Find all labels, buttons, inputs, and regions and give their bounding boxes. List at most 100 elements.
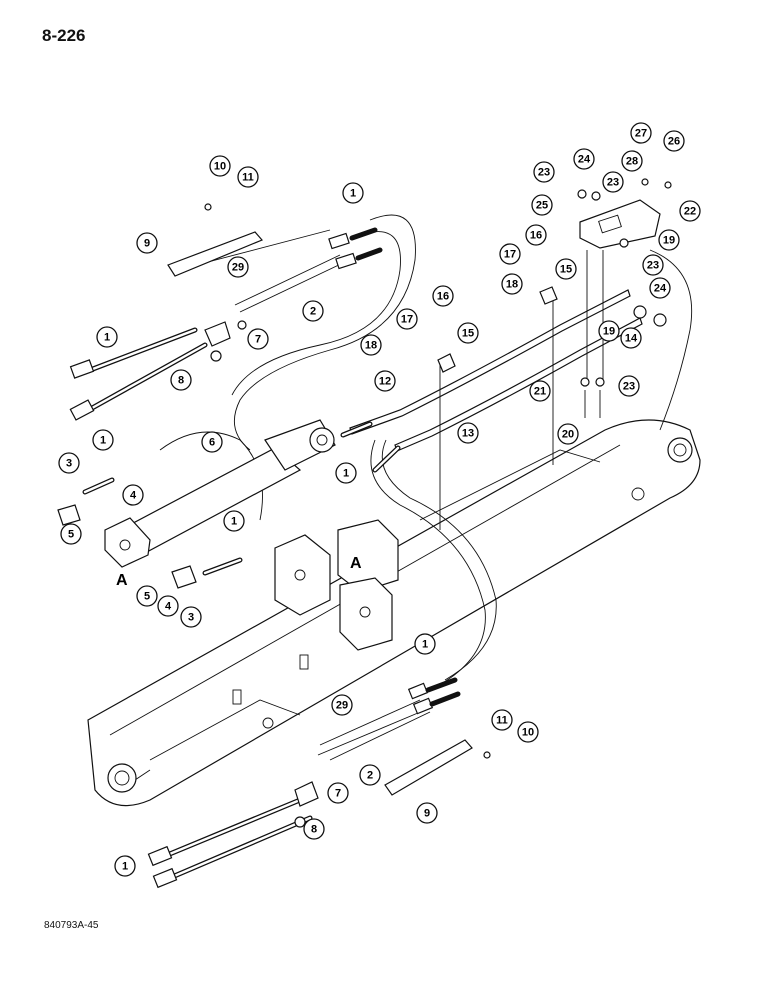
callout-number: 13 [462,428,474,440]
section-marker-a-left: A [116,572,128,589]
steel-tubes [340,289,667,530]
callout-circle [237,166,259,188]
callout-10: 10 [517,721,539,743]
section-marker-a-right: A [350,555,362,572]
callout-circle [331,694,353,716]
callout-number: 15 [462,328,474,340]
callout-number: 2 [310,306,316,318]
callout-number: 20 [562,429,574,441]
callout-number: 27 [635,128,647,140]
callout-number: 10 [522,727,534,739]
callout-number: 14 [625,333,638,345]
callout-4: 4 [157,595,179,617]
callout-18: 18 [360,334,382,356]
callout-9: 9 [416,802,438,824]
callout-circle [302,300,324,322]
callout-11: 11 [491,709,513,731]
callout-27: 27 [630,122,652,144]
callout-17: 17 [499,243,521,265]
callout-21: 21 [529,380,551,402]
callout-circle [531,194,553,216]
callout-15: 15 [555,258,577,280]
callout-number: 1 [100,435,106,447]
callout-8: 8 [170,369,192,391]
hose-loops [159,214,693,691]
callout-1: 1 [335,462,357,484]
callout-23: 23 [602,171,624,193]
callout-number: 8 [178,375,184,387]
callout-circle [432,285,454,307]
callout-10: 10 [209,155,231,177]
callout-23: 23 [618,375,640,397]
callout-number: 23 [607,177,619,189]
callout-circle [359,764,381,786]
callout-circle [663,130,685,152]
callout-circle [414,633,436,655]
callout-number: 16 [530,230,542,242]
callout-19: 19 [598,320,620,342]
callout-16: 16 [525,224,547,246]
callout-number: 7 [255,334,261,346]
callout-1: 1 [114,855,136,877]
callout-7: 7 [247,328,269,350]
callout-circle [630,122,652,144]
upper-right-bracket [437,178,672,418]
callout-number: 2 [367,770,373,782]
callout-circle [209,155,231,177]
callout-9: 9 [136,232,158,254]
callout-number: 1 [122,861,128,873]
callout-number: 5 [68,529,74,541]
callout-number: 29 [232,262,244,274]
lower-hoses: A [147,555,491,889]
callout-number: 21 [534,386,546,398]
callout-circle [58,452,80,474]
callout-number: 17 [504,249,516,261]
callout-circle [136,232,158,254]
callout-1: 1 [96,326,118,348]
callout-11: 11 [237,166,259,188]
callout-13: 13 [457,422,479,444]
callout-circle [96,326,118,348]
callout-circle [573,148,595,170]
callout-circle [201,431,223,453]
callout-number: 19 [603,326,615,338]
callout-circle [416,802,438,824]
callout-circle [92,429,114,451]
callout-1: 1 [414,633,436,655]
callout-1: 1 [223,510,245,532]
callout-6: 6 [201,431,223,453]
callout-number: 11 [496,715,508,727]
callout-number: 11 [242,172,254,184]
callout-number: 8 [311,824,317,836]
callout-26: 26 [663,130,685,152]
callout-4: 4 [122,484,144,506]
callout-number: 18 [365,340,377,352]
callout-25: 25 [531,194,553,216]
callout-number: 1 [343,468,349,480]
callout-22: 22 [679,200,701,222]
callout-circle [602,171,624,193]
callout-24: 24 [649,277,671,299]
callout-circle [170,369,192,391]
callout-number: 28 [626,156,638,168]
callout-12: 12 [374,370,396,392]
callout-circle [620,327,642,349]
callout-circle [122,484,144,506]
cylinder-assembly: A [57,419,336,589]
callout-number: 4 [165,601,172,613]
callout-number: 3 [188,612,194,624]
callout-5: 5 [60,523,82,545]
callout-circle [679,200,701,222]
callout-circle [555,258,577,280]
callout-circle [658,229,680,251]
callout-circle [157,595,179,617]
callout-number: 10 [214,161,226,173]
callout-number: 9 [144,238,150,250]
callout-number: 1 [422,639,428,651]
callout-number: 17 [401,314,413,326]
callout-circle [114,855,136,877]
callout-3: 3 [180,606,202,628]
callout-number: 22 [684,206,696,218]
callout-number: 1 [231,516,237,528]
